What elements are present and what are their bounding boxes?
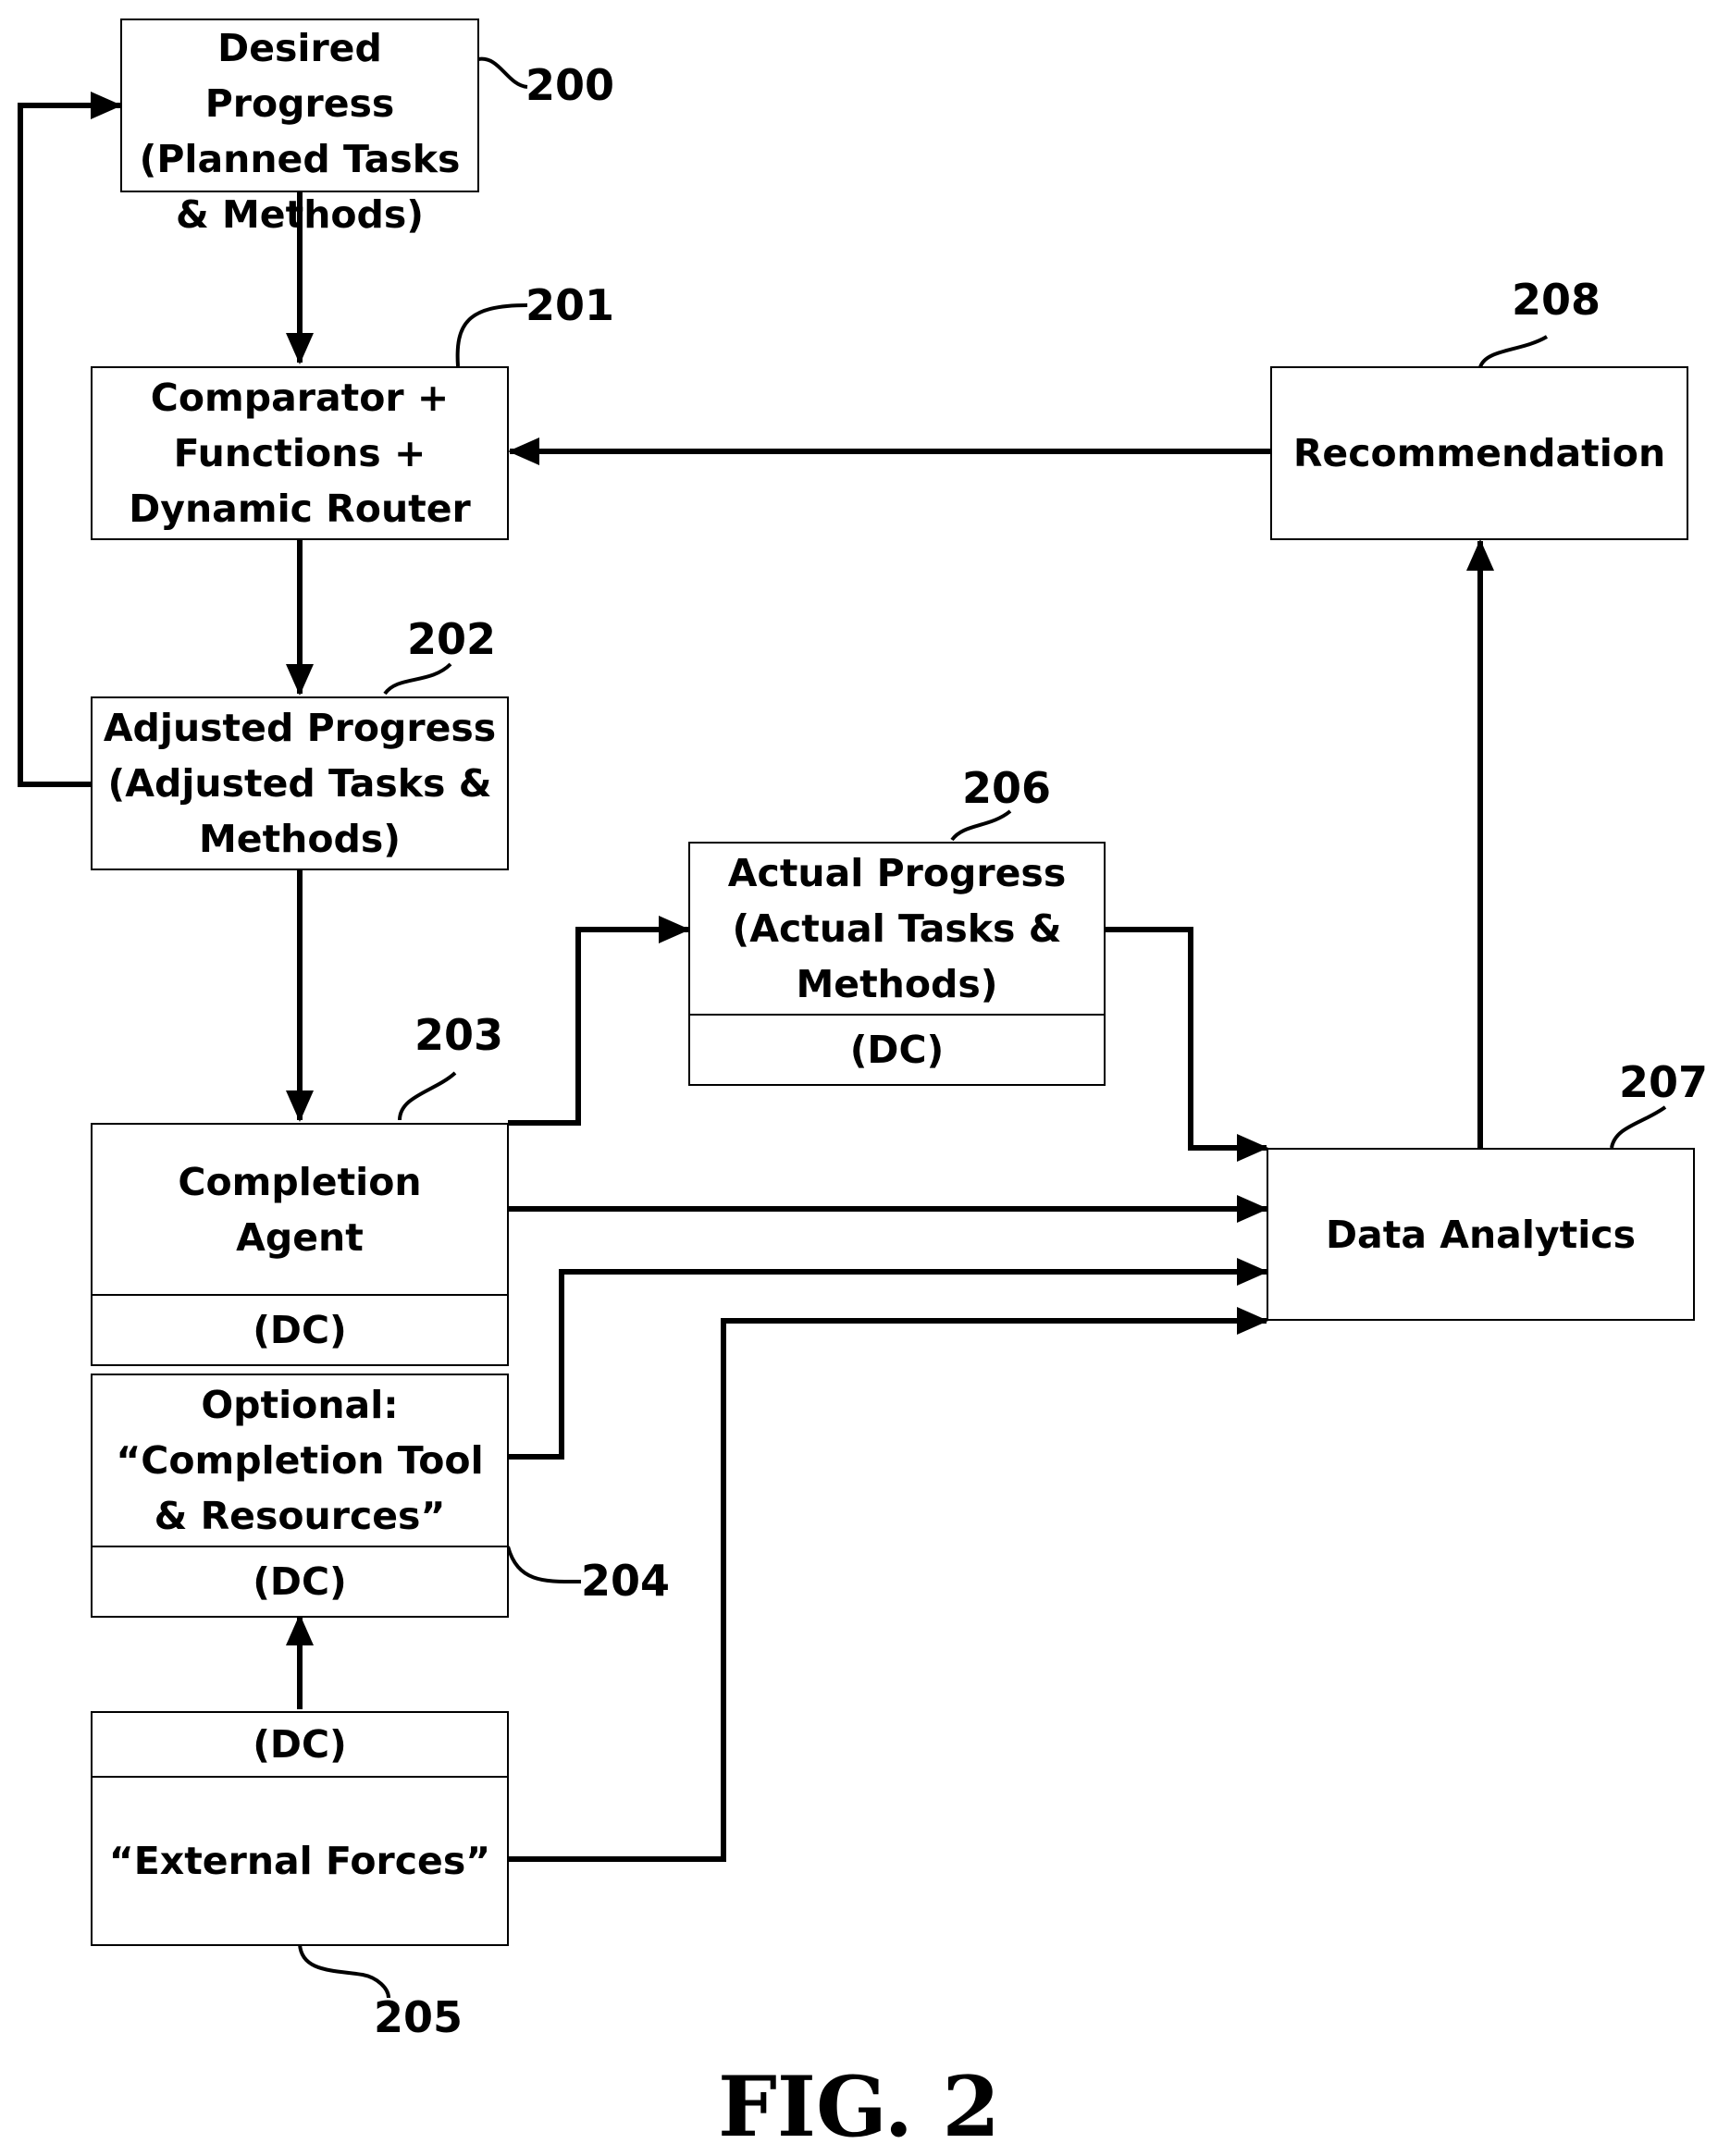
figure-title: FIG. 2: [0, 2058, 1718, 2156]
ref-202: 202: [407, 615, 496, 663]
ref-204: 204: [581, 1557, 670, 1605]
completion-tool-box: Optional: “Completion Tool & Resources” …: [91, 1374, 509, 1618]
adjusted-progress-label: Adjusted Progress (Adjusted Tasks & Meth…: [104, 700, 496, 867]
ref-208: 208: [1512, 276, 1601, 324]
leader-201: [458, 305, 527, 366]
actual-progress-label: Actual Progress (Actual Tasks & Methods): [728, 845, 1066, 1012]
external-forces-dc: (DC): [253, 1717, 347, 1772]
desired-progress-box: Desired Progress (Planned Tasks & Method…: [120, 18, 479, 192]
leader-205: [300, 1944, 389, 1998]
external-forces-label: “External Forces”: [109, 1833, 490, 1889]
ref-206: 206: [962, 764, 1051, 812]
ref-200: 200: [525, 61, 614, 109]
leader-203: [400, 1073, 455, 1120]
leader-200: [478, 59, 527, 87]
actual-progress-box: Actual Progress (Actual Tasks & Methods)…: [688, 842, 1106, 1086]
comparator-box: Comparator + Functions + Dynamic Router: [91, 366, 509, 540]
arrow-204-to-207: [508, 1272, 1267, 1457]
data-analytics-box: Data Analytics: [1267, 1148, 1695, 1321]
comparator-label: Comparator + Functions + Dynamic Router: [129, 370, 471, 536]
ref-207: 207: [1619, 1058, 1708, 1106]
external-forces-box: (DC) “External Forces”: [91, 1711, 509, 1946]
ref-205: 205: [374, 1993, 463, 2041]
completion-agent-box: Completion Agent (DC): [91, 1123, 509, 1366]
leader-207: [1612, 1107, 1665, 1148]
completion-agent-dc: (DC): [253, 1302, 347, 1358]
completion-tool-dc: (DC): [253, 1554, 347, 1609]
completion-tool-label: Optional: “Completion Tool & Resources”: [116, 1377, 483, 1544]
leader-208: [1480, 337, 1547, 367]
recommendation-box: Recommendation: [1270, 366, 1688, 540]
completion-agent-label: Completion Agent: [178, 1154, 421, 1265]
recommendation-label: Recommendation: [1293, 425, 1665, 481]
arrow-203-to-206: [508, 930, 688, 1123]
arrow-206-to-207: [1104, 930, 1267, 1148]
leader-206: [952, 811, 1010, 840]
adjusted-progress-box: Adjusted Progress (Adjusted Tasks & Meth…: [91, 696, 509, 870]
data-analytics-label: Data Analytics: [1326, 1207, 1636, 1263]
actual-progress-dc: (DC): [850, 1022, 945, 1078]
leader-202: [385, 664, 451, 694]
ref-201: 201: [525, 281, 614, 329]
ref-203: 203: [414, 1011, 503, 1059]
desired-progress-label: Desired Progress (Planned Tasks & Method…: [122, 20, 477, 242]
leader-204: [508, 1546, 581, 1582]
